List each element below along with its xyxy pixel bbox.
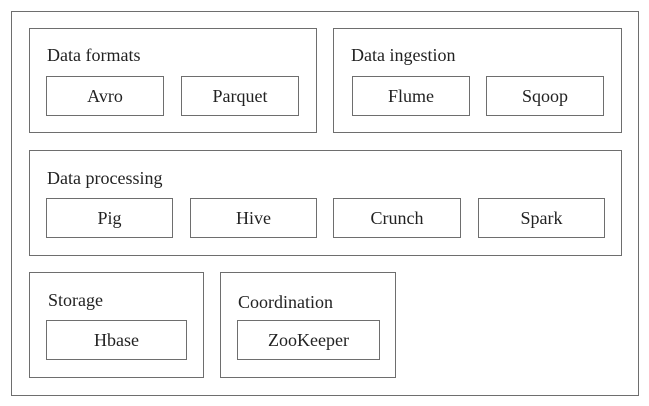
group-title: Data formats bbox=[47, 45, 141, 65]
component-spark: Spark bbox=[478, 198, 605, 238]
component-zookeeper: ZooKeeper bbox=[237, 320, 380, 360]
component-parquet: Parquet bbox=[181, 76, 299, 116]
group-title: Data ingestion bbox=[351, 45, 456, 65]
component-flume: Flume bbox=[352, 76, 470, 116]
component-pig: Pig bbox=[46, 198, 173, 238]
component-sqoop: Sqoop bbox=[486, 76, 604, 116]
group-title: Storage bbox=[48, 290, 103, 310]
group-data-ingestion: Data ingestion Flume Sqoop bbox=[333, 28, 622, 133]
component-hive: Hive bbox=[190, 198, 317, 238]
group-data-processing: Data processing Pig Hive Crunch Spark bbox=[29, 150, 622, 256]
group-storage: Storage Hbase bbox=[29, 272, 204, 378]
group-data-formats: Data formats Avro Parquet bbox=[29, 28, 317, 133]
component-crunch: Crunch bbox=[333, 198, 461, 238]
component-avro: Avro bbox=[46, 76, 164, 116]
component-hbase: Hbase bbox=[46, 320, 187, 360]
group-title: Data processing bbox=[47, 168, 163, 188]
group-coordination: Coordination ZooKeeper bbox=[220, 272, 396, 378]
group-title: Coordination bbox=[238, 292, 333, 312]
